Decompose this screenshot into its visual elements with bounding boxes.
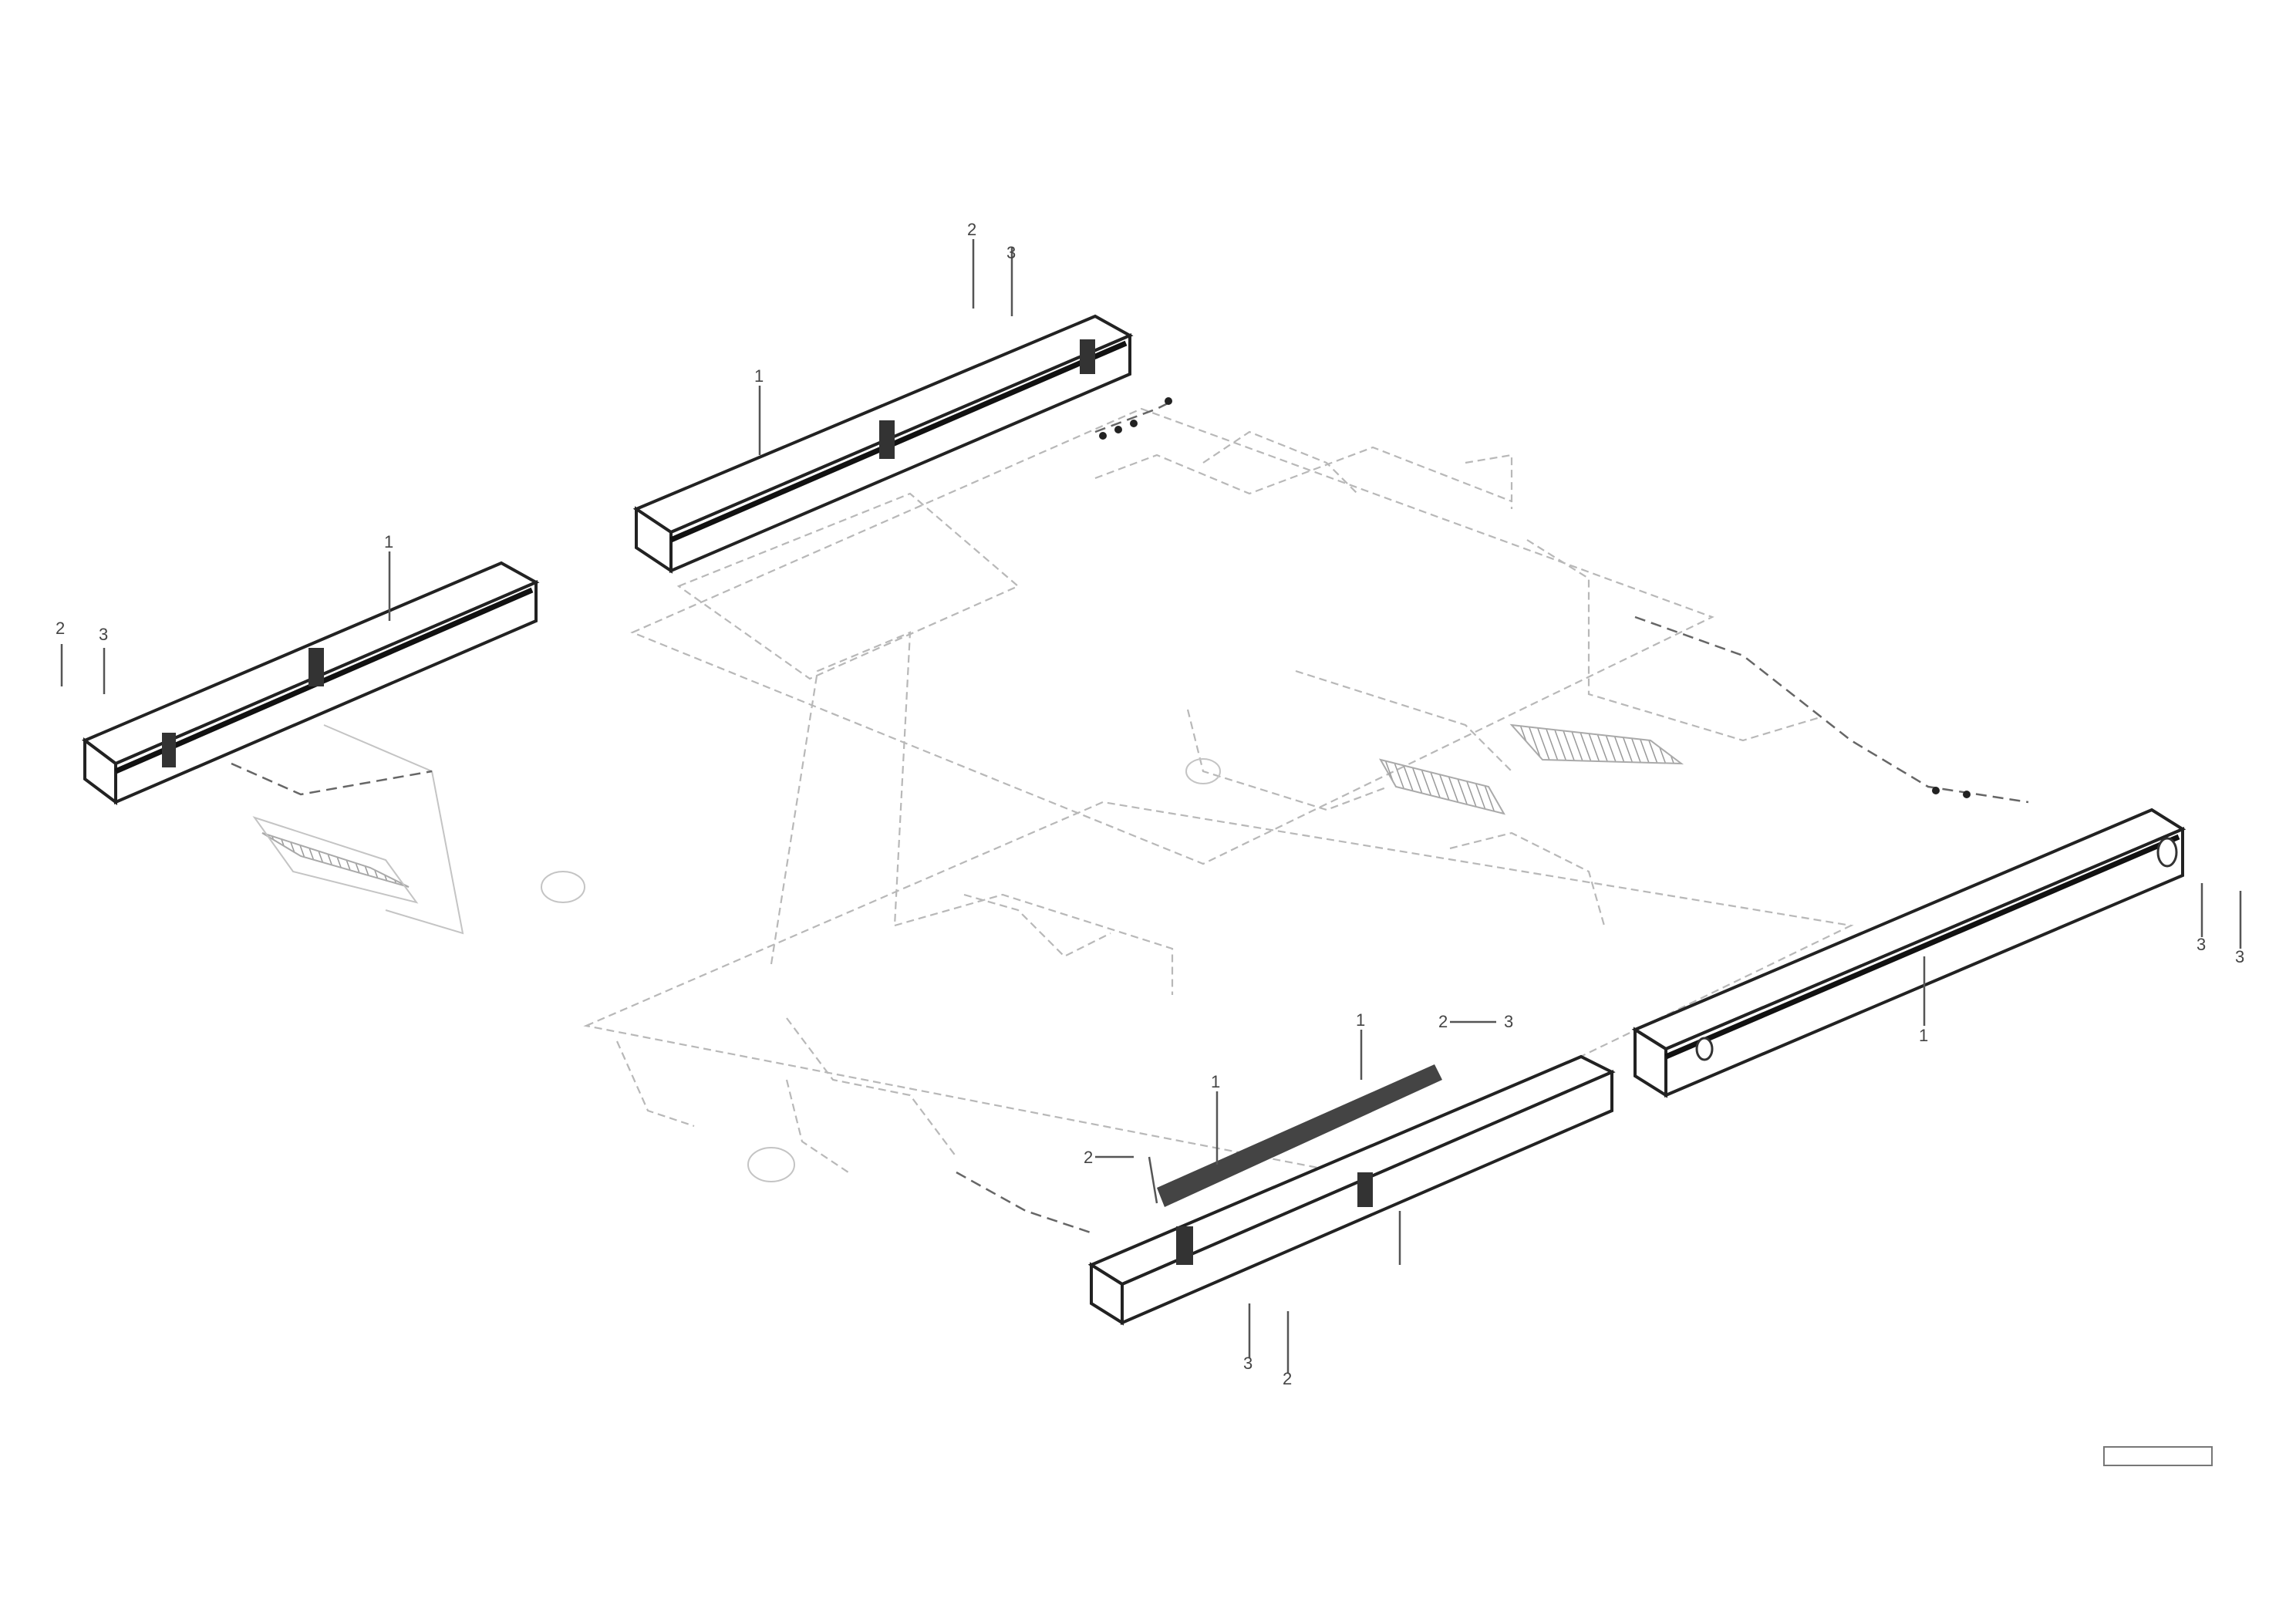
beam-front-left bbox=[1087, 1054, 1616, 1326]
callout-bolt-i: 2 bbox=[1283, 1369, 1292, 1388]
callout-bolt-e: 2 bbox=[1438, 1012, 1448, 1031]
beam-front-right bbox=[1631, 808, 2186, 1098]
figure-reference-stamp bbox=[2103, 1446, 2213, 1466]
step-plate-left bbox=[252, 816, 419, 904]
chassis-frame-background bbox=[323, 407, 1854, 1182]
beam-rear-left bbox=[82, 561, 540, 805]
callout-beam-front-right: 1 bbox=[1919, 1026, 1928, 1045]
callout-bolt-a: 2 bbox=[56, 619, 65, 638]
callout-strip: 1 bbox=[1356, 1010, 1365, 1030]
callout-bolt-h: 3 bbox=[1243, 1354, 1253, 1373]
callout-bolt-c: 2 bbox=[967, 220, 976, 239]
callout-bolt-j: 3 bbox=[2197, 935, 2206, 954]
step-plate-right bbox=[1378, 723, 1684, 815]
callout-bolt-b: 3 bbox=[99, 625, 108, 644]
callout-bolt-k: 3 bbox=[2235, 947, 2244, 966]
callout-bolt-f: 3 bbox=[1504, 1012, 1513, 1031]
callout-bolt-d: 3 bbox=[1006, 243, 1016, 262]
beam-rear-top bbox=[632, 314, 1134, 574]
callout-beam-rear-top: 1 bbox=[754, 366, 764, 386]
callout-beam-rear-left: 1 bbox=[384, 532, 393, 551]
callout-beam-front-left: 1 bbox=[1211, 1072, 1220, 1091]
callout-bolt-g: 2 bbox=[1084, 1148, 1093, 1167]
